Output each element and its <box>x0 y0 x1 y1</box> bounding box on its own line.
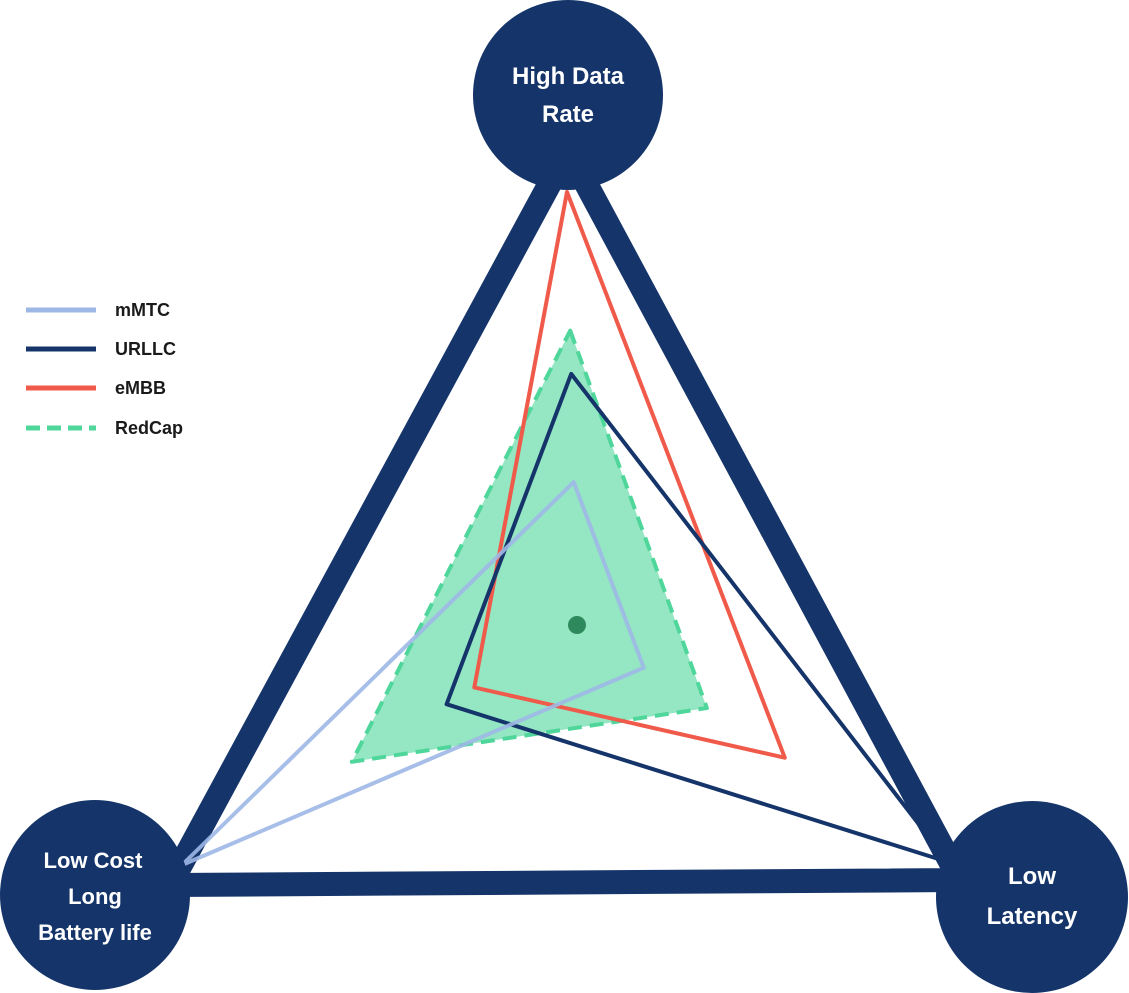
center-dot <box>568 616 586 634</box>
node-low-latency: Low Latency <box>936 801 1128 993</box>
series-redcap-area <box>349 328 709 764</box>
series-urllc-line <box>444 371 950 864</box>
series-embb-line <box>472 190 787 760</box>
node-low-latency-label-line-1: Low <box>1008 863 1056 890</box>
series-mmtc-line <box>180 480 646 867</box>
node-high-data-rate-circle <box>473 0 663 190</box>
legend-label-redcap: RedCap <box>115 418 183 438</box>
node-low-cost-label-line-3: Battery life <box>38 920 152 945</box>
node-low-cost-circle <box>0 800 190 990</box>
node-low-cost-long-battery-life: Low Cost Long Battery life <box>0 800 190 990</box>
node-low-cost-label-line-2: Long <box>68 884 122 909</box>
node-high-data-rate: High Data Rate <box>473 0 663 190</box>
outer-triangle-frame <box>158 138 972 897</box>
node-low-latency-label-line-2: Latency <box>987 903 1078 930</box>
legend: mMTC URLLC eMBB RedCap <box>26 300 183 438</box>
node-low-latency-circle <box>936 801 1128 993</box>
legend-label-embb: eMBB <box>115 378 166 398</box>
legend-label-mmtc: mMTC <box>115 300 170 320</box>
legend-label-urllc: URLLC <box>115 339 176 359</box>
node-low-cost-label-line-1: Low Cost <box>44 848 144 873</box>
node-high-data-rate-label-line-1: High Data <box>512 63 625 90</box>
node-high-data-rate-label-line-2: Rate <box>542 101 594 128</box>
